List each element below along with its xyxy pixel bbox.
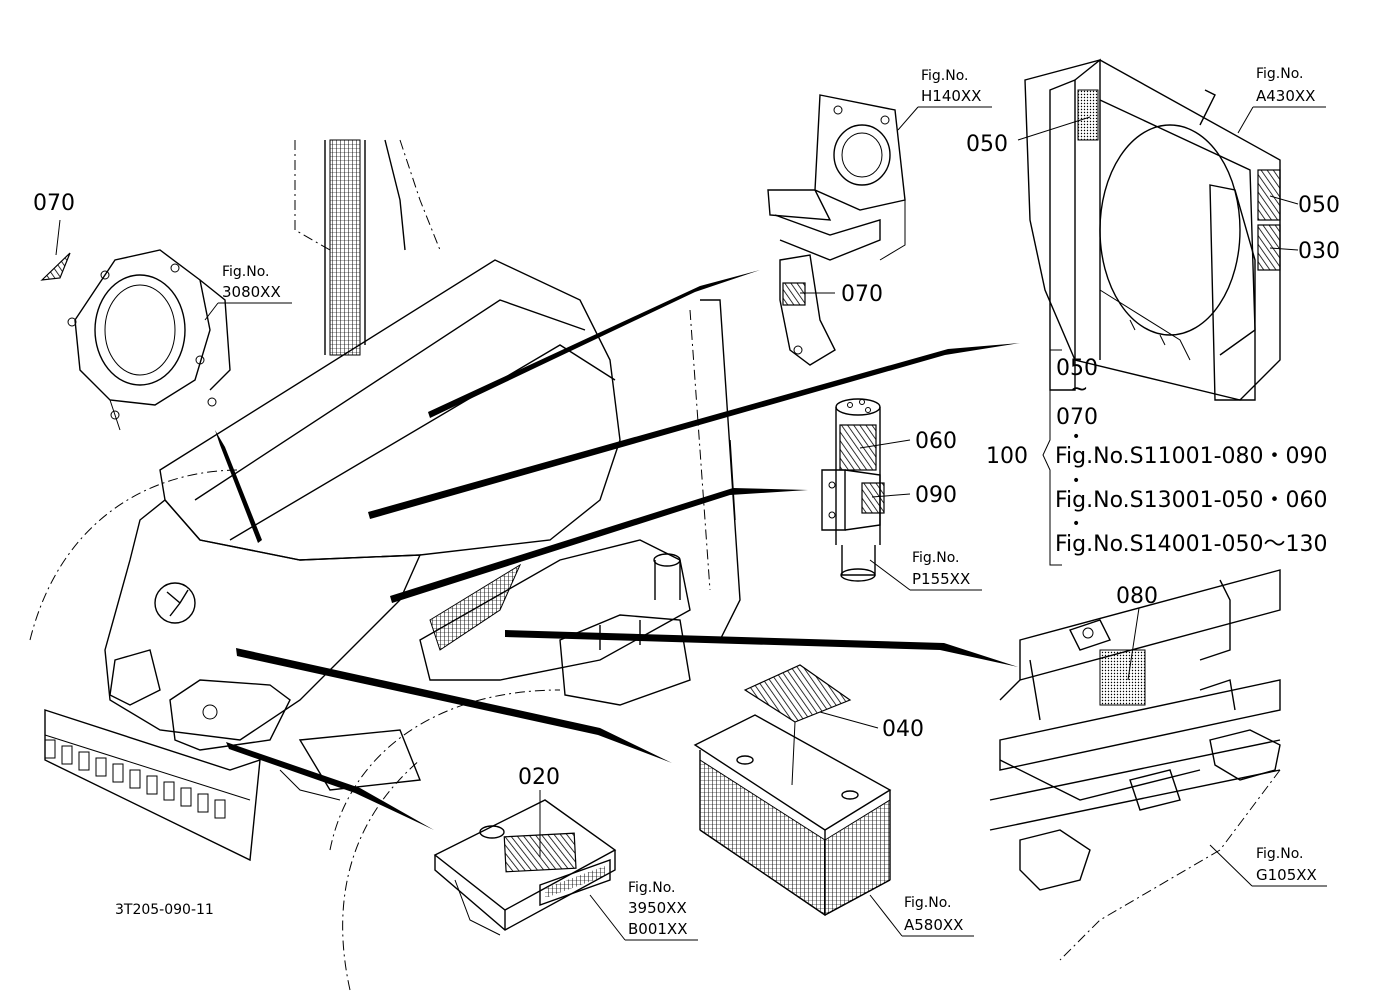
figref-g105-label: Fig.No.: [1256, 846, 1304, 862]
figref-a580-code: A580XX: [904, 916, 963, 934]
controller-3950-drawing: [433, 799, 617, 936]
callout-070-left: 070: [33, 191, 75, 216]
callout-090: 090: [915, 483, 957, 508]
figref-p155-label: Fig.No.: [912, 550, 960, 566]
callout-030: 030: [1298, 239, 1340, 264]
figref-a580-label: Fig.No.: [904, 895, 952, 911]
bracket-dot-1: •: [1072, 429, 1080, 445]
battery-a580-drawing: [693, 664, 892, 916]
bracket-item-100: 100: [986, 444, 1028, 469]
bracket-range-start: 050: [1056, 356, 1098, 381]
flywheel-housing-drawing: [40, 249, 231, 431]
figref-3950-label: Fig.No.: [628, 880, 676, 896]
figref-h140-code: H140XX: [921, 87, 981, 105]
figref-g105-code: G105XX: [1256, 866, 1317, 884]
drawing-id: 3T205-090-11: [115, 902, 214, 918]
bracket-ref-s11001: Fig.No.S11001-080・090: [1055, 444, 1328, 469]
leader-arrows: [215, 270, 1020, 830]
cylinder-p155-drawing: [821, 398, 885, 582]
tractor-hood-drawing: [29, 139, 741, 991]
callout-040: 040: [882, 717, 924, 742]
bracket-brace: [1042, 349, 1062, 566]
bracket-h140-drawing: [767, 94, 906, 366]
figref-h140-label: Fig.No.: [921, 68, 969, 84]
figref-3950-code: 3950XX: [628, 899, 687, 917]
callout-lines: [55, 106, 1327, 941]
figref-3080-label: Fig.No.: [222, 264, 270, 280]
callout-070-bracket: 070: [841, 282, 883, 307]
bracket-dot-3: •: [1072, 516, 1080, 532]
radiator-shroud-drawing: [1024, 58, 1281, 401]
figref-3080-code: 3080XX: [222, 283, 281, 301]
figref-a430-code: A430XX: [1256, 87, 1315, 105]
callout-050-shroud-right: 050: [1298, 193, 1340, 218]
bracket-range-end: 070: [1056, 405, 1098, 430]
bracket-ref-s14001: Fig.No.S14001-050～130: [1055, 532, 1328, 557]
callout-050-shroud-left: 050: [966, 132, 1008, 157]
figref-p155-code: P155XX: [912, 570, 970, 588]
bracket-ref-s13001: Fig.No.S13001-050・060: [1055, 488, 1328, 513]
callout-020: 020: [518, 765, 560, 790]
callout-060: 060: [915, 429, 957, 454]
callout-080: 080: [1116, 584, 1158, 609]
frame-g105-drawing: [989, 569, 1281, 961]
bracket-tilde: ~: [1070, 377, 1088, 402]
figref-b001-code: B001XX: [628, 920, 687, 938]
bracket-dot-2: •: [1072, 473, 1080, 489]
figref-a430-label: Fig.No.: [1256, 66, 1304, 82]
